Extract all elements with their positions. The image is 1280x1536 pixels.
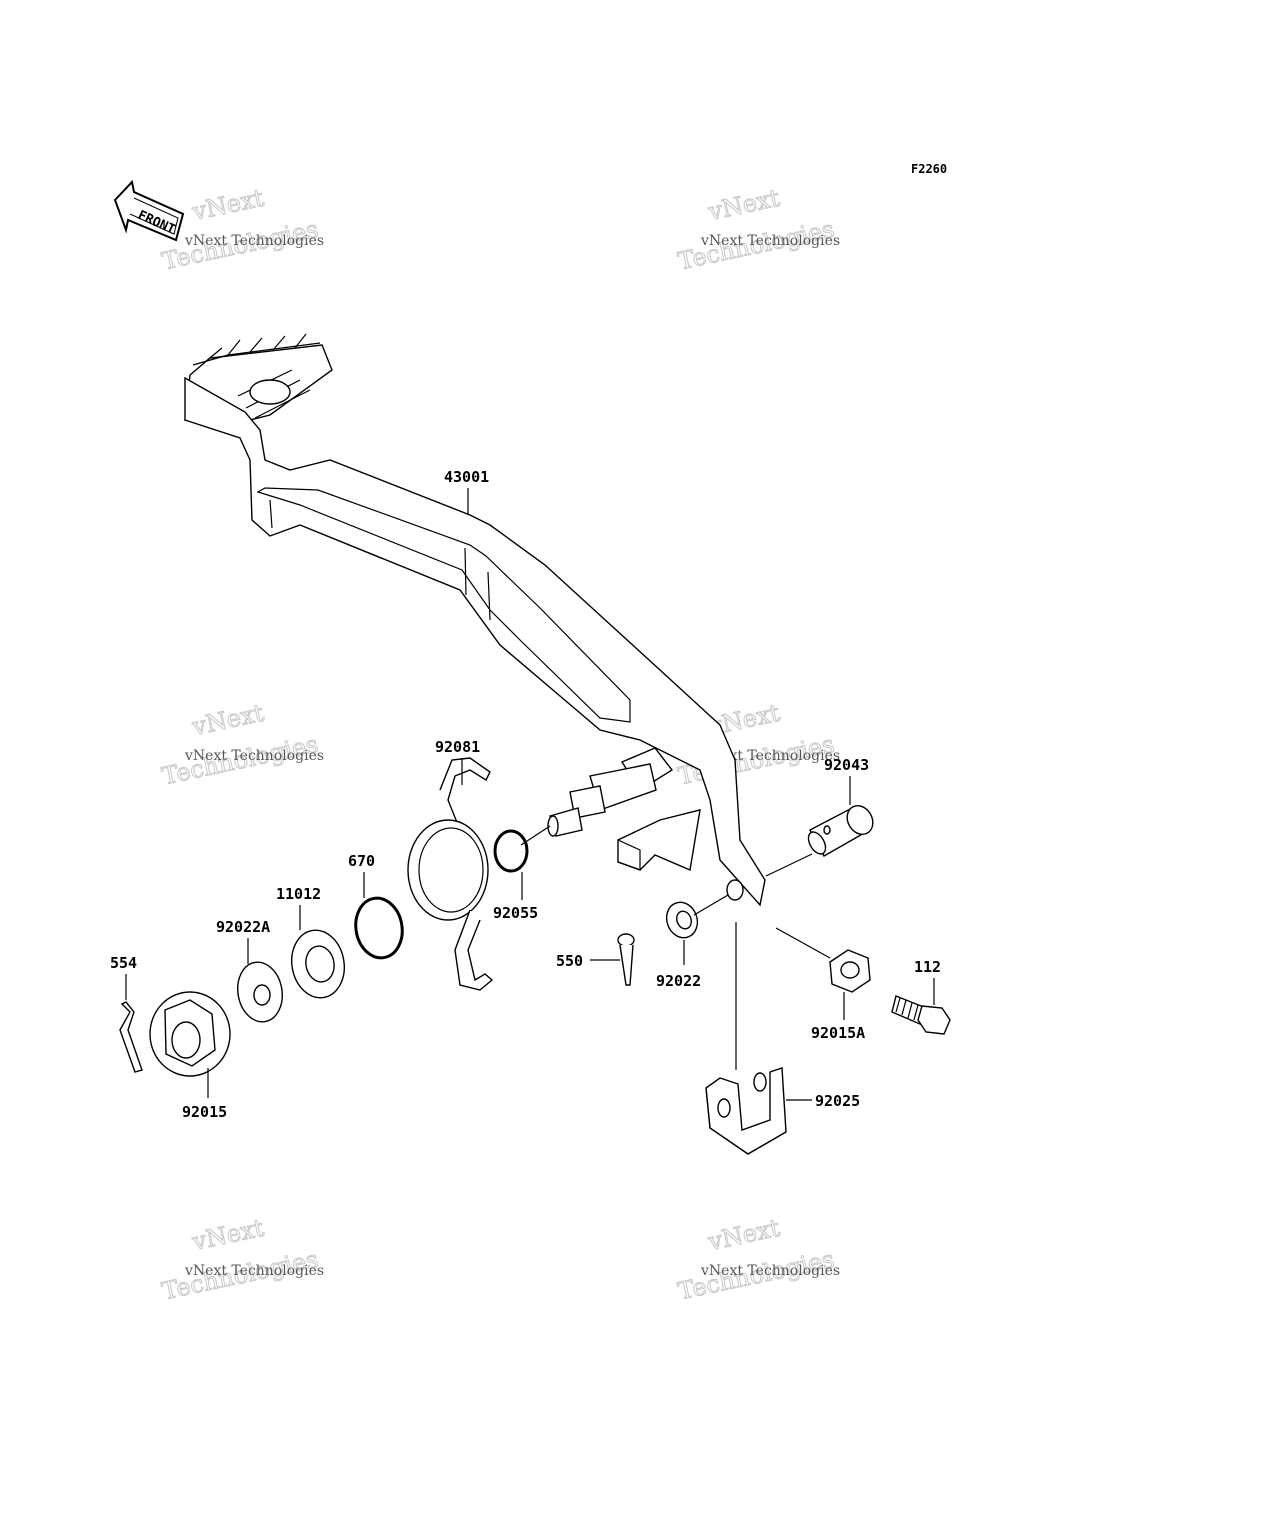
leader-line	[520, 825, 551, 846]
part-label-92055: 92055	[493, 904, 538, 922]
washer-92022A	[237, 961, 283, 1023]
watermark-label: vNext Technologies	[700, 233, 840, 249]
return-spring	[407, 757, 494, 991]
collar-11012	[291, 929, 345, 999]
svg-text:vNext: vNext	[189, 1214, 267, 1257]
part-label-92022: 92022	[656, 972, 701, 990]
part-label-554: 554	[110, 954, 137, 972]
figure-code: F2260	[911, 162, 947, 176]
brake-pedal	[184, 333, 766, 907]
watermark-label: vNext Technologies	[184, 748, 324, 764]
flange-nut-92015	[149, 991, 231, 1077]
svg-text:vNext: vNext	[189, 699, 267, 742]
part-label-550: 550	[556, 952, 583, 970]
washer-92022	[665, 901, 699, 939]
part-label-11012: 11012	[276, 885, 321, 903]
clevis-pin-92043	[807, 804, 874, 857]
clevis-92025	[705, 1067, 787, 1155]
part-label-43001: 43001	[444, 468, 489, 486]
leader-line	[693, 894, 729, 916]
watermark-bottom-left: vNext Technologies	[159, 1213, 321, 1306]
hex-nut-92015A	[829, 949, 871, 993]
bolt-112	[891, 995, 951, 1035]
part-label-92022A: 92022A	[216, 918, 270, 936]
part-label-670: 670	[348, 852, 375, 870]
part-label-92043: 92043	[824, 756, 869, 774]
watermark-top-right: vNext Technologies	[675, 183, 837, 276]
svg-text:vNext: vNext	[189, 184, 267, 227]
leader-line	[775, 927, 831, 959]
cotter-pin-550	[617, 933, 635, 986]
part-label-92081: 92081	[435, 738, 480, 756]
o-ring-92055	[493, 829, 529, 873]
snap-pin-554	[119, 1001, 143, 1073]
watermark-label: vNext Technologies	[700, 1263, 840, 1279]
front-arrow-icon: FRONT	[113, 179, 185, 242]
part-label-92025: 92025	[815, 1092, 860, 1110]
watermark-label: vNext Technologies	[184, 1263, 324, 1279]
o-ring-670	[354, 896, 404, 960]
part-label-112: 112	[914, 958, 941, 976]
leader-line	[765, 853, 813, 877]
watermark-label: vNext Technologies	[184, 233, 324, 249]
svg-text:vNext: vNext	[705, 1214, 783, 1257]
svg-text:vNext: vNext	[705, 184, 783, 227]
part-label-92015: 92015	[182, 1103, 227, 1121]
watermark-mid-left: vNext Technologies	[159, 698, 321, 791]
watermark-bottom-right: vNext Technologies	[675, 1213, 837, 1306]
part-label-92015A: 92015A	[811, 1024, 865, 1042]
